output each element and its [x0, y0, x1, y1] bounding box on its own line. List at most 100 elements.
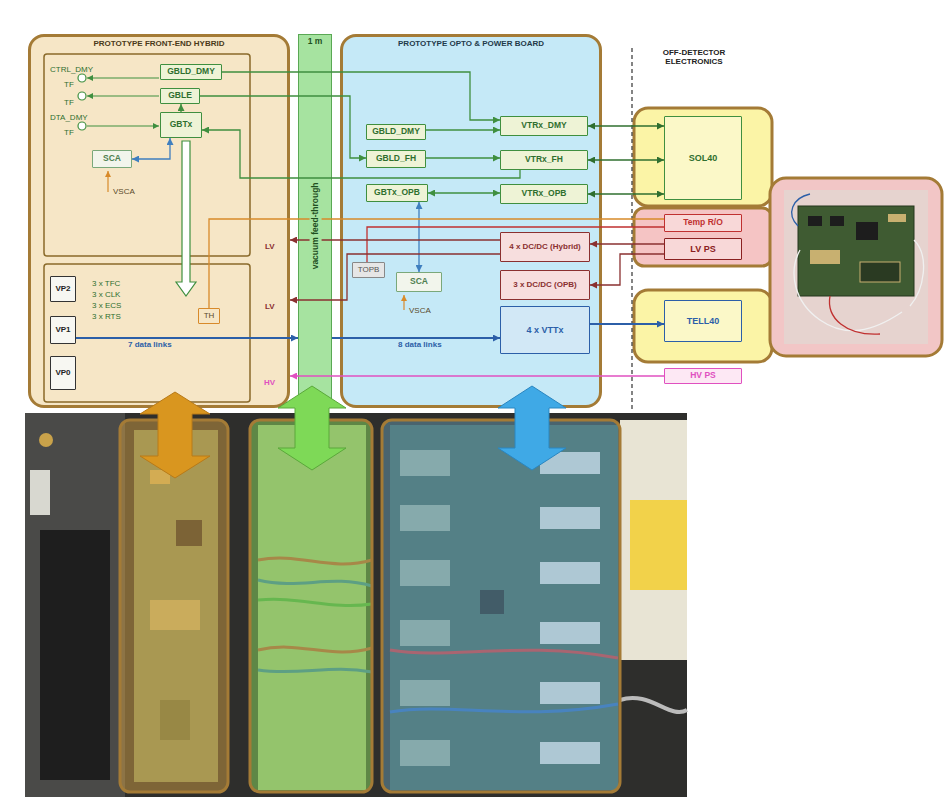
signal-connector [590, 323, 664, 325]
chip-box: VTRx_DMY [500, 116, 588, 136]
board-photo-panel [860, 262, 900, 282]
link-label: 8 data links [396, 340, 444, 349]
text-holder: vacuum feed-through [299, 47, 331, 405]
signal-connector [76, 337, 298, 339]
label-holder: CTRL_DMY [50, 58, 93, 76]
label-holder: VSCA [409, 299, 431, 317]
board-title: PROTOTYPE OPTO & POWER BOARD [343, 39, 599, 48]
link-label: LV [263, 302, 277, 311]
band-label: vacuum feed-through [309, 179, 321, 272]
box-label: TELL40 [687, 316, 720, 326]
hardware-photo [620, 698, 687, 712]
chip-box: GBTx [160, 112, 202, 138]
temperature-sensor: TOPB [352, 262, 385, 278]
label-holder: OFF-DETECTOR ELECTRONICS [646, 48, 742, 68]
boundary-line [631, 48, 632, 412]
box-label: Temp R/O [683, 218, 723, 228]
box-label: SOL40 [689, 153, 718, 163]
box-label: HV PS [690, 371, 716, 381]
chip-box: VTRx_OPB [500, 184, 588, 204]
signal-label: 3 x RTS [92, 312, 121, 321]
bus-arrow [176, 141, 196, 296]
board-photo-panel [888, 214, 906, 222]
chip-box: GBLE [160, 88, 200, 104]
link-label: LV [263, 242, 277, 251]
label-holder: TF [64, 91, 74, 109]
board-photo-panel [829, 296, 880, 334]
label-holder: VSCA [113, 180, 135, 198]
readout-board: SOL40 [664, 116, 742, 200]
signal-connector [290, 254, 500, 300]
test-point [87, 125, 159, 126]
signal-connector [426, 129, 500, 130]
hardware-photo [630, 500, 687, 590]
test-point [78, 92, 86, 100]
board-photo-panel [810, 250, 840, 264]
signal-connector [590, 254, 664, 285]
signal-label: TF [64, 80, 74, 89]
signal-connector [209, 219, 664, 308]
board-title: PROTOTYPE FRONT-END HYBRID [31, 39, 287, 48]
board-photo-panel [794, 250, 902, 331]
mapping-arrow [498, 386, 566, 470]
chip-box: GBLD_DMY [366, 124, 426, 140]
hardware-photo [620, 420, 687, 660]
signal-connector [332, 337, 500, 339]
box-label: SCA [410, 277, 428, 287]
hardware-photo [25, 413, 687, 797]
board-box: PROTOTYPE OPTO & POWER BOARD GBLD_DMY GBLD… [340, 34, 602, 408]
test-point [87, 95, 159, 96]
signal-connector [418, 202, 419, 272]
length-label: 1 m [308, 37, 323, 47]
box-label: VP2 [55, 284, 70, 293]
inner-frame [44, 54, 250, 402]
section-heading: OFF-DETECTOR ELECTRONICS [646, 48, 742, 66]
mapping-arrow [278, 386, 346, 470]
supply-arrow [403, 295, 404, 310]
signal-label: TF [64, 128, 74, 137]
power-supply: LV PS [664, 238, 742, 260]
chip-box: GBLD_FH [366, 150, 426, 168]
hardware-photo [25, 413, 687, 797]
chip-box: SCA [396, 272, 442, 292]
board-photo-panel [856, 222, 878, 240]
mapping-arrow [140, 392, 210, 478]
mapping-arrow [140, 386, 566, 478]
box-label: VTRx_FH [525, 155, 563, 165]
box-label: 4 x VTTx [526, 325, 563, 335]
board-photo-panel [770, 178, 942, 356]
board-photo-panel [792, 194, 810, 226]
test-point [78, 74, 86, 82]
board-photo-panel [770, 178, 942, 356]
signal-connector [202, 130, 520, 178]
test-point [78, 74, 159, 130]
label-holder: TF [64, 121, 74, 139]
test-point [78, 122, 86, 130]
box-label: TOPB [358, 265, 380, 274]
hardware-photo [25, 413, 125, 797]
box-label: GBLE [168, 91, 192, 101]
link-label: HV [262, 378, 277, 387]
box-label: 4 x DC/DC (Hybrid) [509, 242, 581, 251]
chip-box: SCA [92, 150, 132, 168]
box-label: VP0 [55, 368, 70, 377]
board-photo-panel [798, 206, 914, 296]
converter-box: 4 x DC/DC (Hybrid) [500, 232, 590, 262]
inner-frame [44, 264, 250, 402]
power-supply: HV PS [664, 368, 742, 384]
box-label: VP1 [55, 325, 70, 334]
box-label: GBLD_DMY [372, 127, 420, 137]
readout-board: Temp R/O [664, 214, 742, 232]
hardware-photo [40, 530, 110, 780]
hardware-photo [250, 420, 372, 792]
signal-connector [180, 104, 181, 112]
signal-label: 3 x CLK [92, 290, 120, 299]
signal-label: 3 x ECS [92, 301, 121, 310]
signal-connector [428, 192, 500, 193]
box-label: GBLD_FH [376, 154, 416, 164]
label-holder: LV [263, 235, 277, 253]
chip-box: VTRx_FH [500, 150, 588, 170]
board-photo-panel [910, 240, 924, 306]
signal-label: CTRL_DMY [50, 65, 93, 74]
